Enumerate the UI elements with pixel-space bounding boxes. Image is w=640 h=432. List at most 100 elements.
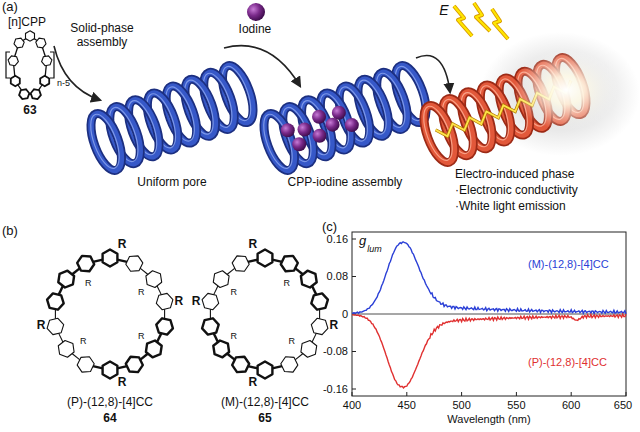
lightning-bolt <box>492 9 508 39</box>
substituent-label: R <box>249 376 258 390</box>
tick-label: 450 <box>398 399 416 412</box>
axis-tick <box>461 392 462 396</box>
benzene-ring <box>258 362 273 379</box>
tick-label: 600 <box>562 399 580 412</box>
tick-label: -0.08 <box>323 345 348 358</box>
benzene-ring <box>281 357 298 372</box>
substituent-label: R <box>249 238 258 252</box>
plot-frame <box>352 232 626 396</box>
benzene-ring <box>213 341 229 358</box>
substituent-label: R <box>37 319 46 333</box>
lightning-bolt <box>454 6 472 36</box>
benzene-ring <box>146 271 162 288</box>
lightning-bolts <box>454 3 508 39</box>
substituent-label: R <box>330 319 339 333</box>
tick-label: 500 <box>452 399 470 412</box>
benzene-ring <box>103 250 118 267</box>
property-label: ·White light emission <box>455 200 566 214</box>
benzene-ring <box>19 89 29 99</box>
benzene-ring <box>213 271 229 288</box>
substituent-label: R <box>231 331 238 341</box>
axis-tick <box>352 392 353 396</box>
cpp-ring <box>418 102 461 167</box>
iodine-ball <box>332 106 346 120</box>
data-curve <box>352 242 626 314</box>
bond-line <box>157 286 161 295</box>
compound-number: 65 <box>258 412 271 426</box>
bond-line <box>214 286 218 295</box>
benzene-ring <box>311 293 328 309</box>
benzene-ring <box>258 250 273 267</box>
compound-number: 63 <box>23 104 36 118</box>
axis-tick <box>406 392 407 396</box>
benzene-ring <box>103 362 118 379</box>
stage-label: Electro-induced phase <box>455 168 574 182</box>
glum-chart <box>352 232 626 396</box>
bond-line <box>14 65 15 76</box>
bond-line <box>214 333 218 342</box>
benzene-ring <box>156 293 173 309</box>
tick-label: 400 <box>343 399 361 412</box>
axis-tick <box>571 392 572 396</box>
bond-line <box>319 309 320 319</box>
benzene-ring <box>58 341 74 358</box>
bond-line <box>272 260 282 262</box>
bond-line <box>15 47 18 56</box>
step-label: E <box>439 2 448 18</box>
tick-label: 0 <box>342 308 348 321</box>
axis-title: g <box>359 234 366 249</box>
benzene-ring <box>14 38 24 48</box>
axis-title: lum <box>367 244 382 254</box>
iodine-ball <box>298 123 312 137</box>
cpp-ring-highlight <box>85 111 125 172</box>
compound-name: (M)-(12,8)-[4]CC <box>221 396 309 410</box>
axis-tick <box>352 276 356 277</box>
panel-label: (b) <box>2 224 18 239</box>
substituent-label: R <box>175 295 184 309</box>
panel-label: (a) <box>2 0 18 15</box>
bond-line <box>140 268 148 274</box>
property-label: ·Electronic conductivity <box>455 184 578 198</box>
bond-line <box>210 309 211 319</box>
bond-line <box>59 333 63 342</box>
bond-line <box>312 333 316 342</box>
axis-tick <box>352 239 356 240</box>
repeat-bracket <box>6 52 10 78</box>
process-arrow <box>54 46 100 100</box>
tick-label: -0.16 <box>323 383 348 396</box>
iodine-ball <box>247 3 265 21</box>
benzene-ring <box>42 56 52 66</box>
cpp-ring-highlight <box>418 103 458 164</box>
benzene-ring <box>40 76 49 86</box>
substituent-label: R <box>284 278 291 288</box>
benzene-ring <box>232 256 249 271</box>
zero-line <box>352 314 626 315</box>
bond-line <box>72 354 80 360</box>
benzene-ring <box>202 318 219 334</box>
iodine-ball <box>281 123 295 137</box>
benzene-ring <box>146 341 162 358</box>
substituent-label: R <box>80 336 87 346</box>
lightning-bolt <box>492 9 508 39</box>
bond-line <box>295 268 303 274</box>
compound-name: (P)-(12,8)-[4]CC <box>67 396 153 410</box>
tick-label: 650 <box>614 399 632 412</box>
bond-line <box>117 260 127 262</box>
iodine-ball <box>345 118 359 132</box>
benzene-ring <box>58 271 74 288</box>
benzene-ring <box>77 357 94 372</box>
benzene-ring <box>8 56 18 66</box>
bond-line <box>93 260 103 262</box>
bond-line <box>72 268 80 274</box>
benzene-ring <box>156 318 173 334</box>
cpp-ring <box>85 110 128 175</box>
benzene-ring <box>31 89 41 99</box>
stage-label: Uniform pore <box>137 176 206 190</box>
axis-tick <box>626 392 627 396</box>
substituent-label: R <box>85 278 92 288</box>
bond-line <box>227 268 235 274</box>
bond-line <box>248 366 258 368</box>
bond-line <box>164 309 165 319</box>
axis-tick <box>516 392 517 396</box>
